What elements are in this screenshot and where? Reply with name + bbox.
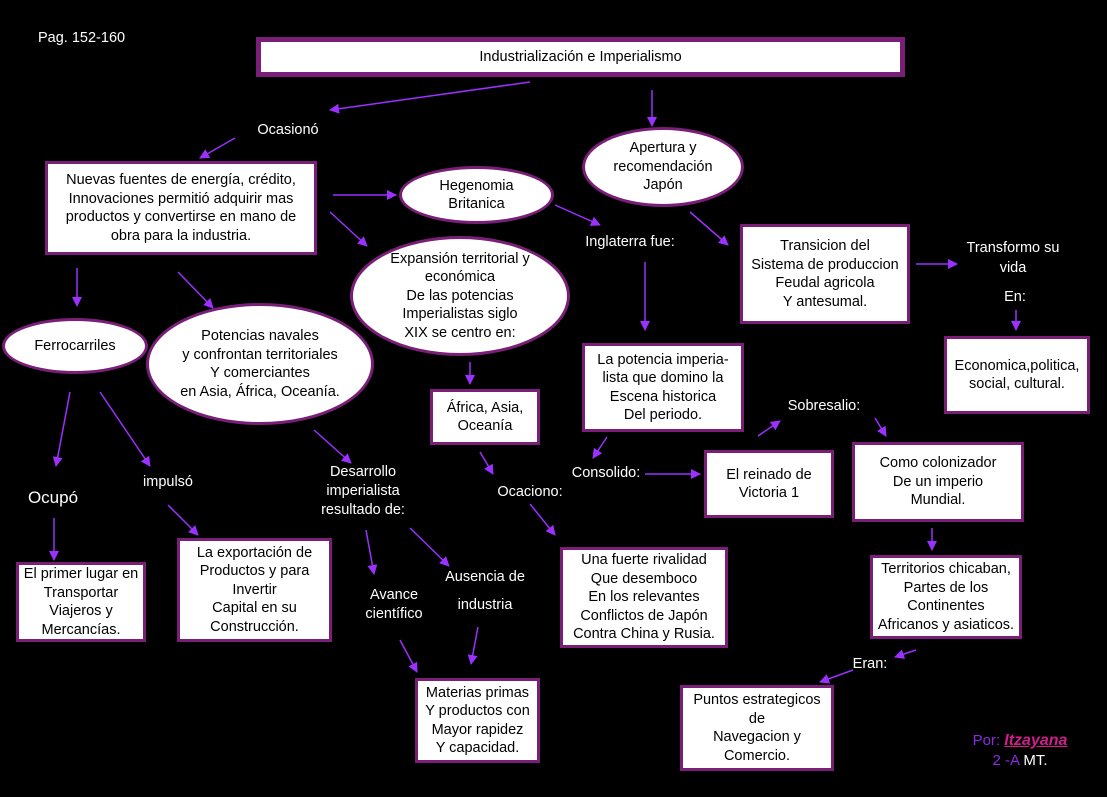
label-en: En:: [1004, 289, 1026, 305]
author-suffix: MT.: [1023, 752, 1048, 769]
arrow-africa-ocaciono: [479, 451, 494, 475]
author-por: Por:: [972, 732, 1001, 749]
label-ausencia: Ausencia de industria: [445, 569, 525, 613]
arrow-reinado-sobresalio: [757, 420, 781, 437]
arrow-sobresalio-colonizador: [874, 417, 887, 437]
label-sobresalio: Sobresalio:: [787, 398, 861, 414]
node-africa: África, Asia, Oceanía: [430, 389, 540, 445]
node-potencias-navales: Potencias navales y confrontan territori…: [146, 303, 374, 425]
arrow-potencia-consolido: [592, 436, 608, 459]
author-line-2: 2 -A MT.: [955, 751, 1085, 771]
node-ferrocarriles: Ferrocarriles: [2, 318, 148, 374]
label-ocupo: Ocupó: [27, 488, 79, 507]
label-eran: Eran:: [852, 656, 888, 672]
arrow-ocaciono-rivalidad: [529, 503, 556, 536]
node-expansion: Expansión territorial y económica De las…: [350, 236, 570, 356]
label-inglaterra-fue: Inglaterra fue:: [585, 234, 675, 250]
arrow-potencias-desarrollo: [313, 429, 352, 464]
arrow-desarrollo-ausencia: [409, 527, 450, 567]
node-transicion: Transicion del Sistema de produccion Feu…: [740, 224, 910, 324]
arrow-ocasiono-nuevas: [199, 137, 236, 159]
label-impulso: impulsó: [143, 474, 193, 490]
label-avance: Avance científico: [365, 587, 423, 622]
node-colonizador: Como colonizador De un imperio Mundial.: [852, 442, 1024, 522]
node-nuevas-fuentes: Nuevas fuentes de energía, crédito, Inno…: [45, 161, 317, 255]
arrow-ferrocarriles-impulso: [99, 391, 151, 467]
author-name: Itzayana: [1004, 732, 1068, 749]
node-rivalidad: Una fuerte rivalidad Que desemboco En lo…: [560, 547, 728, 648]
arrow-nuevas-potencias: [177, 271, 214, 309]
node-reinado: El reinado de Victoria 1: [704, 450, 834, 518]
node-potencia-imperia: La potencia imperia- lista que domino la…: [582, 343, 744, 432]
map-title: Industrialización e Imperialismo: [256, 37, 905, 77]
arrow-title-ocasiono: [329, 81, 531, 114]
arrow-avance-materias: [399, 639, 418, 673]
arrow-apertura-transicion: [689, 211, 729, 246]
label-consolido: Consolido:: [571, 465, 641, 481]
arrow-hegemonia-inglaterra: [554, 204, 601, 226]
arrow-nuevas-expansion: [329, 211, 368, 247]
arrow-impulso-exportacion: [167, 504, 199, 536]
node-economica: Economica,politica, social, cultural.: [944, 336, 1090, 414]
label-ocaciono: Ocaciono:: [497, 484, 563, 500]
node-materias: Materias primas Y productos con Mayor ra…: [415, 678, 540, 763]
map-title-text: Industrialización e Imperialismo: [479, 49, 682, 65]
arrow-ausencia-materias: [467, 626, 479, 665]
page-reference: Pag. 152-160: [38, 30, 126, 46]
node-territorios: Territorios chicaban, Partes de los Cont…: [870, 555, 1022, 639]
author-group: 2 -A: [992, 752, 1020, 769]
author-line-1: Por: Itzayana: [955, 731, 1085, 751]
label-transformo: Transformo su vida: [966, 240, 1060, 276]
node-apertura: Apertura y recomendación Japón: [582, 127, 744, 207]
label-ocasiono: Ocasionó: [257, 122, 319, 138]
node-primer-lugar: El primer lugar en Transportar Viajeros …: [16, 562, 146, 642]
node-exportacion: La exportación de Productos y para Inver…: [177, 538, 332, 642]
arrow-ferrocarriles-ocupo: [52, 391, 71, 467]
label-desarrollo: Desarrollo imperialista resultado de:: [321, 464, 405, 518]
author-credit: Por: Itzayana 2 -A MT.: [955, 731, 1085, 771]
node-hegemonia: Hegenomia Britanica: [399, 166, 554, 224]
arrow-desarrollo-avance: [365, 529, 378, 575]
node-puntos: Puntos estrategicos de Navegacion y Come…: [680, 685, 834, 771]
